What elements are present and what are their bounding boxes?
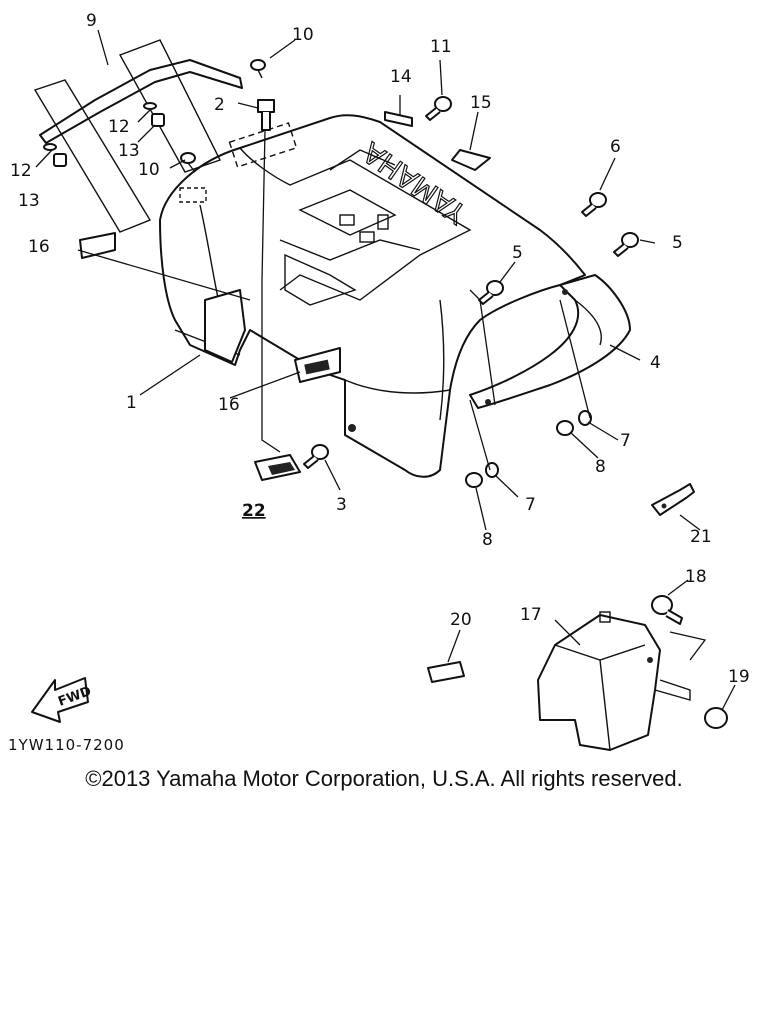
nut-part-19 [704, 707, 728, 729]
callout-21: 21 [690, 527, 712, 547]
label-part-15 [451, 149, 491, 171]
callout-15: 15 [470, 93, 492, 113]
washer-part-7-right [578, 410, 592, 426]
callout-14: 14 [390, 67, 412, 87]
callout-22: 22 [242, 501, 266, 521]
callout-18: 18 [685, 567, 707, 587]
callout-13-upper: 13 [118, 141, 140, 161]
callout-16-left: 16 [28, 237, 50, 257]
clip-part-21 [651, 483, 695, 516]
screw-part-3 [303, 444, 329, 469]
parts-diagram: YAMAHA [10, 11, 750, 751]
callout-7-right: 7 [620, 431, 631, 451]
leader-lines [35, 29, 736, 711]
callout-7-lower: 7 [525, 495, 536, 515]
bolt-part-11 [425, 96, 452, 121]
callout-2: 2 [214, 95, 225, 115]
bolt-part-18 [651, 595, 683, 625]
callout-20: 20 [450, 610, 472, 630]
screw-part-10-top [250, 59, 266, 79]
callout-12-upper: 12 [108, 117, 130, 137]
washer-part-7-lower [485, 462, 499, 478]
fwd-arrow-icon: FWD [31, 677, 94, 723]
callout-13-lower: 13 [18, 191, 40, 211]
fasteners [43, 59, 728, 729]
callout-11: 11 [430, 37, 452, 57]
callout-5-center: 5 [512, 243, 523, 263]
callout-9: 9 [86, 11, 97, 31]
drawing-code: 1YW110-7200 [8, 736, 125, 754]
callout-5-right: 5 [672, 233, 683, 253]
nut-part-8-right [556, 420, 574, 436]
label-part-16-left [79, 232, 116, 259]
callout-4: 4 [650, 353, 661, 373]
grab-bar-part-9 [33, 39, 243, 233]
callout-numbers: 1 2 3 4 5 5 6 7 7 8 8 9 10 10 11 12 12 1… [10, 11, 750, 687]
reflector-part-22 [254, 454, 301, 481]
callout-19: 19 [728, 667, 750, 687]
rear-fender: YAMAHA [159, 114, 586, 478]
bolt-part-6 [581, 192, 607, 217]
callout-10-top: 10 [292, 25, 314, 45]
pad-part-20 [427, 661, 465, 683]
callout-3: 3 [336, 495, 347, 515]
callout-17: 17 [520, 605, 542, 625]
callout-1: 1 [126, 393, 137, 413]
callout-6: 6 [610, 137, 621, 157]
callout-16-center: 16 [218, 395, 240, 415]
callout-8-lower: 8 [482, 530, 493, 550]
bolt-part-5-right [613, 232, 639, 257]
bolt-part-5-center [478, 280, 504, 305]
tool-box-part-17 [537, 611, 691, 751]
plate-part-14 [384, 111, 413, 127]
nut-part-8-lower [465, 472, 483, 488]
washer-nut-parts-12-13 [43, 102, 165, 167]
callout-10-left: 10 [138, 160, 160, 180]
rear-flap-part-4 [469, 274, 631, 409]
callout-12-lower: 12 [10, 161, 32, 181]
copyright-notice: ©2013 Yamaha Motor Corporation, U.S.A. A… [85, 766, 683, 791]
callout-8-right: 8 [595, 457, 606, 477]
bolt-part-2 [257, 99, 275, 131]
